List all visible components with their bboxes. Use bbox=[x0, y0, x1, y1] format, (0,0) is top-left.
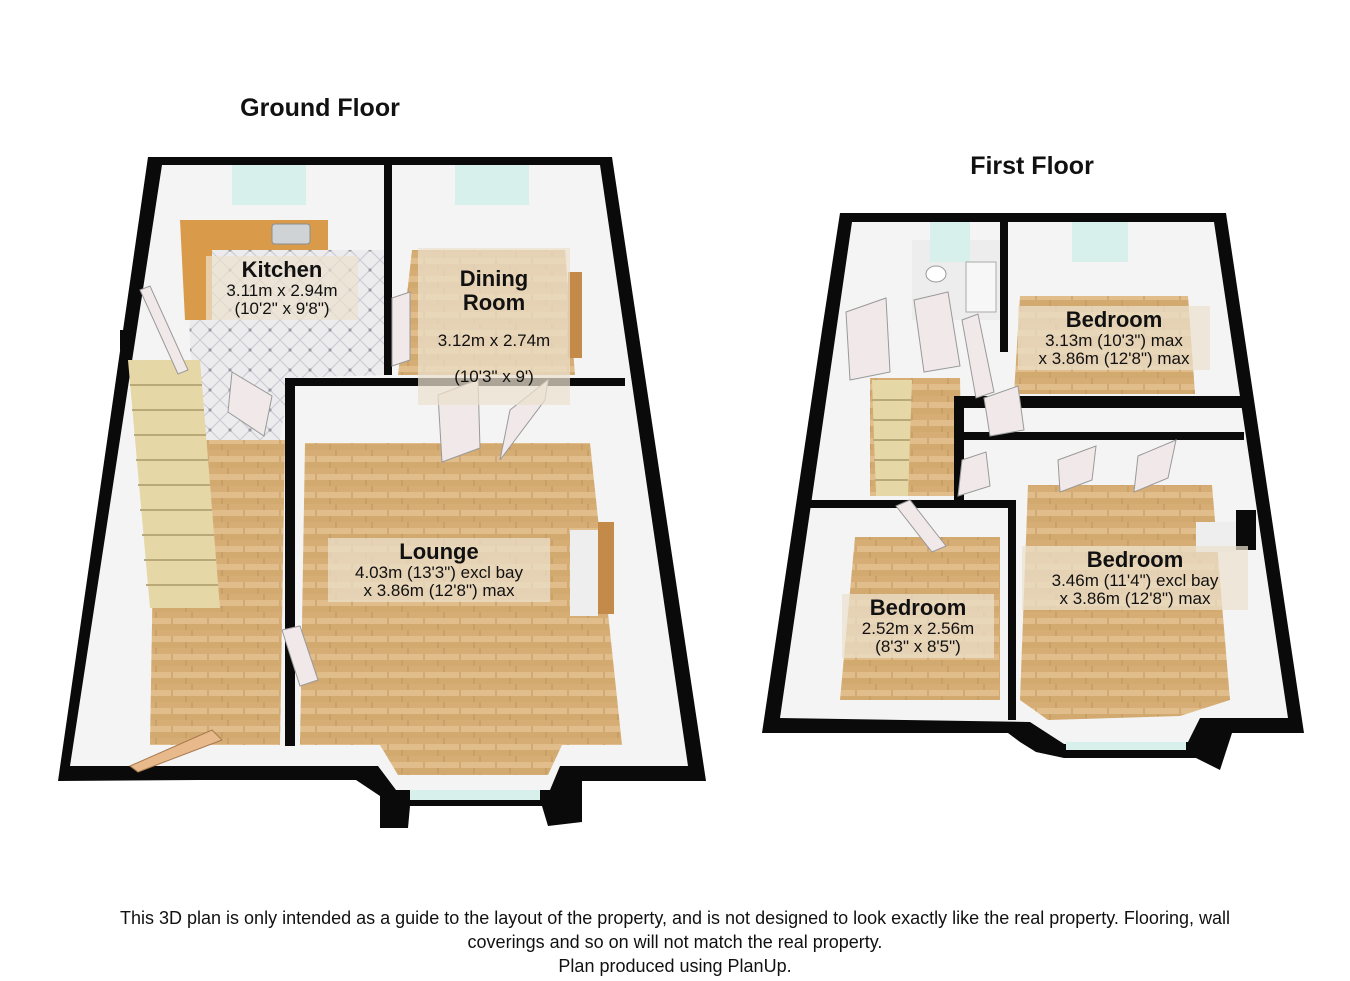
internal-wall bbox=[120, 330, 132, 350]
internal-wall bbox=[1008, 500, 1016, 720]
room-dimensions-imperial: (10'3" x 9') bbox=[454, 366, 534, 386]
door bbox=[895, 499, 947, 553]
room-label-kitchen: Kitchen 3.11m x 2.94m (10'2" x 9'8") bbox=[206, 256, 358, 321]
room-name: Bedroom bbox=[869, 595, 967, 620]
basin bbox=[925, 265, 947, 283]
room-dimensions: 3.12m x 2.74m bbox=[437, 331, 551, 351]
room-name: Bedroom bbox=[1086, 547, 1184, 572]
window bbox=[410, 790, 540, 800]
lounge-floor bbox=[300, 443, 622, 775]
room-label-bedroom-front-right: Bedroom 3.46m (11'4") excl bay x 3.86m (… bbox=[1022, 546, 1248, 611]
room-name: Bedroom bbox=[1065, 307, 1163, 332]
disclaimer-credit: Plan produced using PlanUp. bbox=[558, 956, 792, 976]
door bbox=[139, 285, 189, 375]
door bbox=[961, 313, 995, 399]
room-name: Dining Room bbox=[459, 266, 529, 316]
ground-floor-plan bbox=[58, 157, 706, 828]
room-dimensions: 3.11m x 2.94m bbox=[226, 280, 338, 300]
sideboard bbox=[598, 522, 614, 614]
internal-wall bbox=[960, 396, 1244, 408]
room-label-bedroom-front-left: Bedroom 2.52m x 2.56m (8'3" x 8'5") bbox=[842, 594, 994, 659]
shower bbox=[965, 261, 997, 313]
first-floor-plan bbox=[762, 213, 1304, 770]
room-dimensions: 3.46m (11'4") excl bay bbox=[1051, 570, 1219, 590]
window bbox=[1072, 222, 1128, 262]
room-dimensions-imperial: (8'3" x 8'5") bbox=[875, 637, 961, 657]
window bbox=[930, 222, 970, 262]
door bbox=[913, 291, 961, 373]
disclaimer: This 3D plan is only intended as a guide… bbox=[20, 906, 1330, 978]
room-label-lounge: Lounge 4.03m (13'3") excl bay x 3.86m (1… bbox=[328, 538, 550, 603]
room-dimensions: 4.03m (13'3") excl bay bbox=[354, 562, 524, 582]
internal-wall bbox=[1000, 222, 1008, 352]
door bbox=[1057, 445, 1097, 493]
window bbox=[232, 165, 306, 205]
room-dimensions-imperial: (10'2" x 9'8") bbox=[234, 299, 330, 319]
sink bbox=[271, 223, 311, 245]
door bbox=[957, 451, 991, 497]
room-dimensions-imperial: x 3.86m (12'8") max bbox=[363, 581, 515, 601]
door bbox=[845, 297, 891, 381]
room-dimensions-imperial: x 3.86m (12'8") max bbox=[1038, 349, 1190, 369]
fireplace bbox=[570, 530, 598, 616]
internal-wall bbox=[960, 432, 1244, 440]
staircase bbox=[128, 360, 220, 608]
room-dimensions: 3.13m (10'3") max bbox=[1045, 330, 1183, 350]
front-door bbox=[129, 729, 223, 773]
internal-wall bbox=[1236, 510, 1256, 550]
internal-wall bbox=[954, 396, 964, 500]
room-dimensions: 2.52m x 2.56m bbox=[861, 618, 975, 638]
room-label-dining-room: Dining Room 3.12m x 2.74m (10'3" x 9') bbox=[418, 248, 570, 406]
sideboard bbox=[568, 272, 582, 358]
window bbox=[1066, 742, 1186, 750]
kitchen-worktop bbox=[180, 220, 328, 320]
room-dimensions-imperial: x 3.86m (12'8") max bbox=[1059, 589, 1211, 609]
door bbox=[983, 385, 1025, 437]
disclaimer-line: This 3D plan is only intended as a guide… bbox=[120, 908, 1230, 928]
staircase bbox=[872, 380, 912, 496]
room-label-bedroom-rear: Bedroom 3.13m (10'3") max x 3.86m (12'8"… bbox=[1018, 306, 1210, 371]
door bbox=[391, 291, 411, 367]
room-name: Lounge bbox=[399, 539, 479, 564]
door bbox=[281, 625, 319, 687]
first-floor-title: First Floor bbox=[970, 152, 1094, 180]
door bbox=[1133, 439, 1177, 493]
door bbox=[227, 371, 273, 437]
window bbox=[455, 165, 529, 205]
internal-wall bbox=[384, 160, 392, 375]
room-name: Kitchen bbox=[241, 257, 323, 282]
internal-wall bbox=[285, 378, 295, 746]
ground-floor-title: Ground Floor bbox=[240, 94, 400, 122]
disclaimer-line: coverings and so on will not match the r… bbox=[467, 932, 883, 952]
